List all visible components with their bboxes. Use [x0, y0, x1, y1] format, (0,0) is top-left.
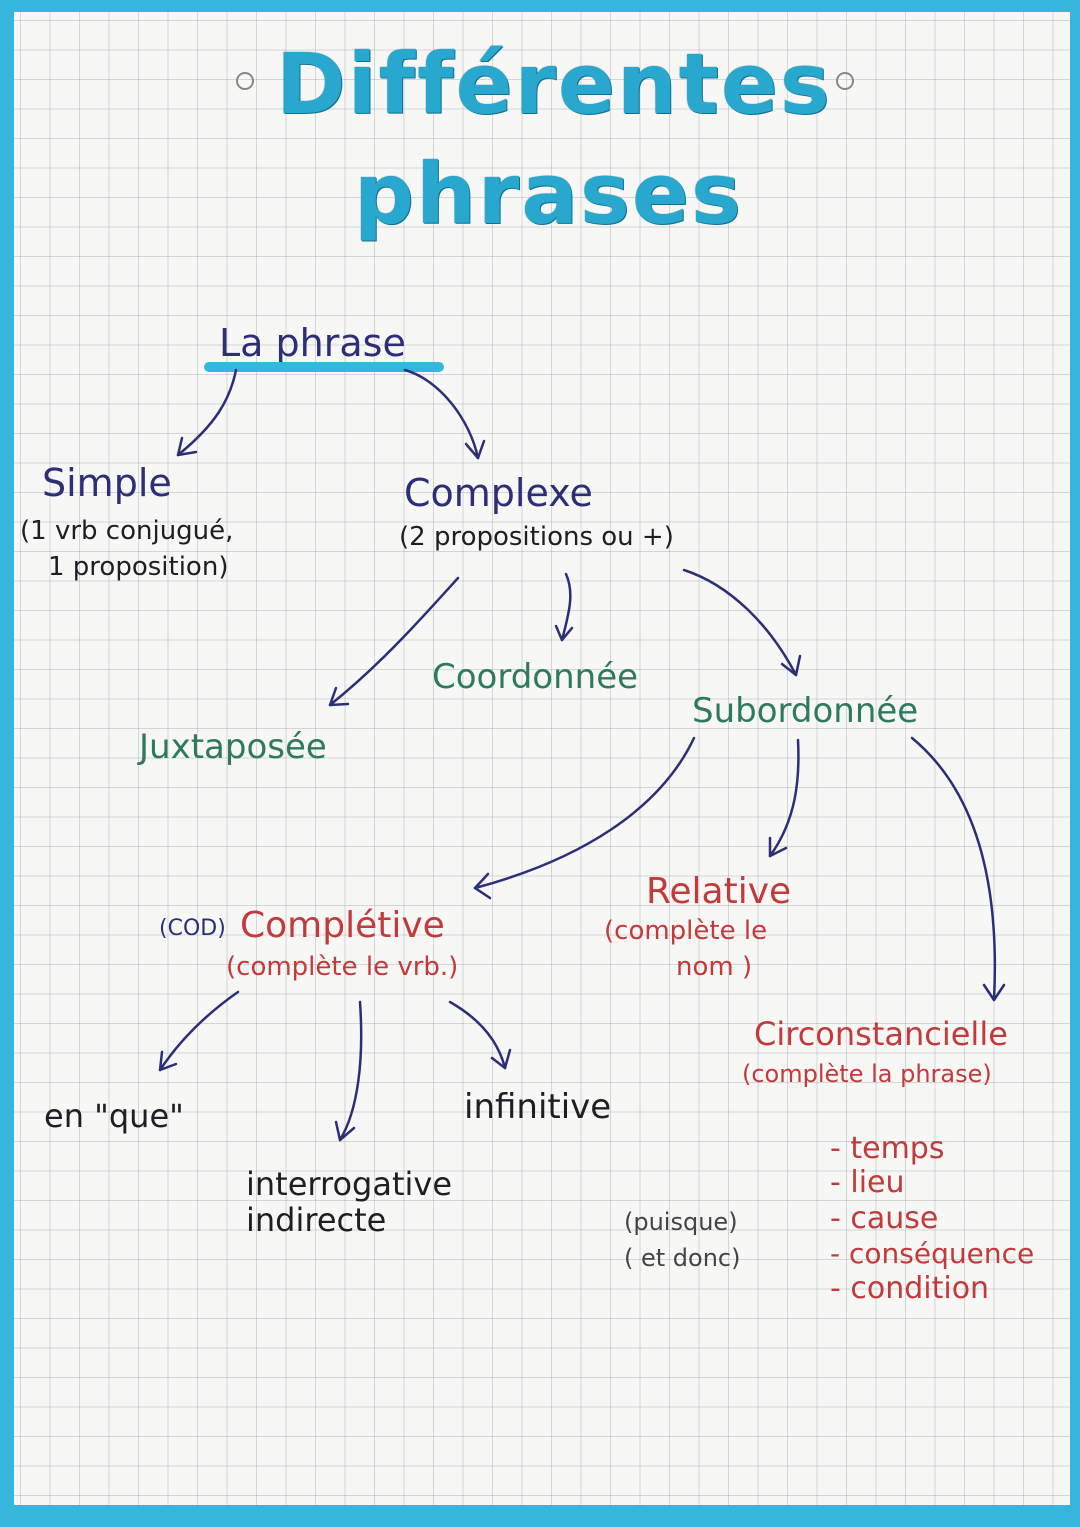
complexe-label: Complexe [404, 471, 593, 515]
juxtaposee-label: Juxtaposée [139, 727, 327, 767]
relative-label: Relative [646, 871, 792, 912]
arrow-completive-to-interrogative [338, 1000, 363, 1142]
circ-item-consequence: - conséquence [830, 1237, 1035, 1270]
title-line-2: phrases [354, 145, 744, 243]
complexe-note: (2 propositions ou +) [399, 522, 674, 552]
subordonnee-label: Subordonnée [692, 691, 919, 731]
arrow-subordonnee-to-circonstancielle [910, 736, 997, 1002]
root-label: La phrase [219, 321, 406, 365]
circonstancielle-label: Circonstancielle [754, 1015, 1008, 1053]
arrow-root-to-simple [176, 368, 238, 457]
circonstancielle-note: (complète la phrase) [742, 1060, 992, 1088]
arrow-completive-to-infinitive [448, 1000, 507, 1070]
title-line-1: Différentes [276, 35, 832, 133]
simple-note-1: (1 vrb conjugué, [20, 516, 234, 546]
arrow-complexe-to-coordonnee [560, 572, 572, 642]
side-note-puisque: (puisque) [624, 1208, 738, 1236]
completive-note: (complète le vrb.) [226, 952, 459, 982]
arrow-subordonnee-to-completive [473, 736, 696, 890]
simple-label: Simple [42, 461, 172, 505]
simple-note-2: 1 proposition) [48, 552, 229, 582]
coordonnee-label: Coordonnée [432, 657, 639, 697]
completive-label: Complétive [240, 905, 445, 946]
arrow-subordonnee-to-relative [768, 738, 800, 858]
left-ring-icon [236, 72, 254, 90]
circ-item-cause: - cause [830, 1201, 939, 1236]
circ-item-lieu: - lieu [830, 1165, 905, 1200]
arrow-complexe-to-juxtaposee [328, 576, 460, 707]
completive-prefix: (COD) [159, 916, 226, 941]
interrogative-label-2: indirecte [246, 1201, 387, 1239]
infinitive-label: infinitive [464, 1087, 612, 1127]
relative-note-2: nom ) [676, 952, 753, 982]
arrow-completive-to-en-que [158, 990, 240, 1072]
right-ring-icon [836, 72, 854, 90]
side-note-et-donc: ( et donc) [624, 1244, 741, 1272]
arrow-complexe-to-subordonnee [682, 568, 798, 677]
relative-note-1: (complète le [604, 916, 768, 946]
interrogative-label-1: interrogative [246, 1165, 453, 1203]
en-que-label: en "que" [44, 1097, 184, 1135]
circ-item-temps: - temps [830, 1131, 945, 1166]
root-underline [204, 362, 444, 372]
circ-item-condition: - condition [830, 1271, 990, 1306]
arrow-root-to-complexe [403, 368, 480, 460]
